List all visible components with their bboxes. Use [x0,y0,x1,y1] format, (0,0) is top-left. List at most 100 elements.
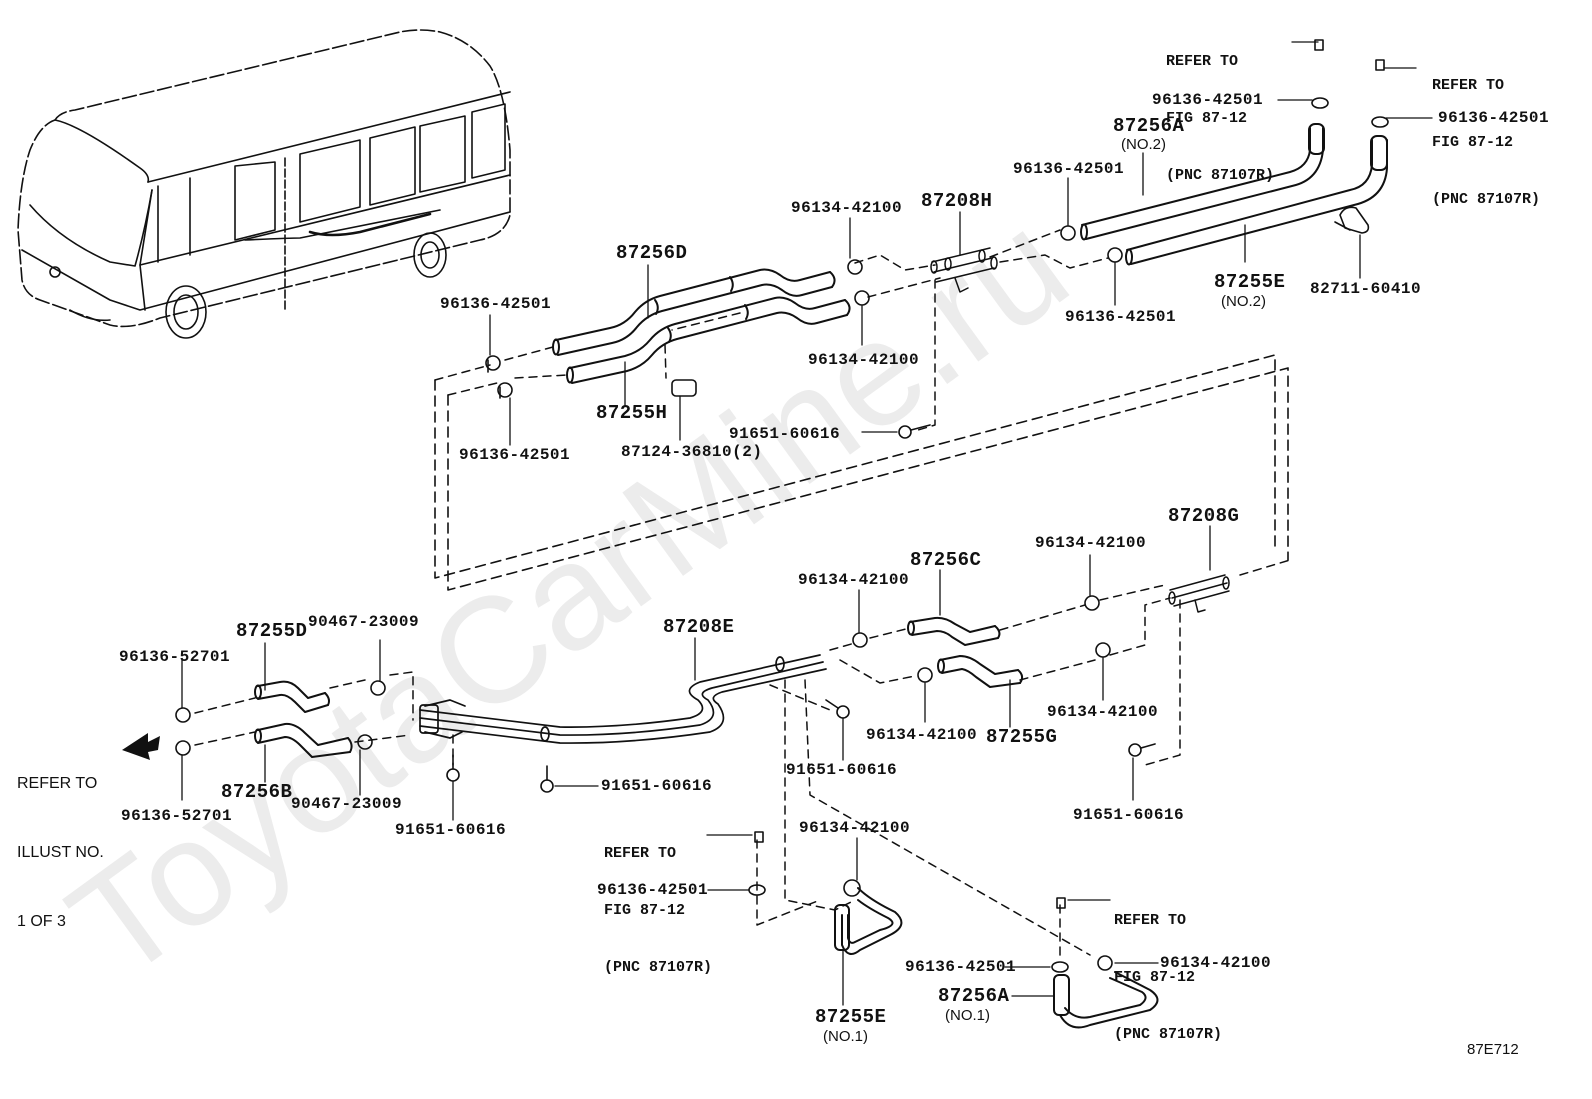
part-label[interactable]: 96136-42501 [440,295,552,313]
clamp-icon [917,667,933,683]
part-label[interactable]: 96134-42100 [1047,703,1159,721]
hose-87256B [254,722,353,758]
part-label[interactable]: 87256B [221,781,293,803]
clamp-icon [854,290,870,306]
clamp-icon [1084,595,1100,611]
clamp-icon [1051,961,1069,973]
bus-outline-icon [17,29,511,339]
dashed-connectors-upper [434,229,1109,431]
part-label[interactable]: 87256A [938,985,1010,1007]
hose-87255E-no1 [834,887,903,955]
part-label[interactable]: 87255D [236,620,308,642]
clamp-icon [843,879,861,897]
clamp-icons [175,39,1389,973]
refer-line-2: FIG 87-12 [1166,110,1248,127]
part-label[interactable]: 91651-60616 [1073,806,1185,824]
part-label[interactable]: 82711-60410 [1310,280,1422,298]
hose-87256C [907,616,1001,646]
part-label[interactable]: 91651-60616 [395,821,507,839]
bolt-icon [898,424,931,439]
part-label[interactable]: 96136-42501 [1013,160,1125,178]
part-label[interactable]: 91651-60616 [729,425,841,443]
grommet-82711-60410 [1334,206,1370,234]
part-label[interactable]: 90467-23009 [291,795,403,813]
hose-87256D [552,268,836,356]
part-label[interactable]: 87208H [921,190,993,212]
part-label[interactable]: 96134-42100 [866,726,978,744]
hose-87256A-no1 [1053,971,1159,1029]
part-label[interactable]: 96136-42501 [597,881,709,899]
part-label[interactable]: 87208E [663,616,735,638]
part-label[interactable]: 91651-60616 [786,761,898,779]
clip-icon [671,379,697,397]
part-label[interactable]: 96134-42100 [1160,954,1272,972]
refer-illust-note: REFER TO ILLUST NO. 1 OF 3 [17,726,104,956]
part-note: (NO.1) [823,1028,868,1045]
part-label[interactable]: 87256C [910,549,982,571]
refer-line-3: 1 OF 3 [17,913,66,930]
refer-note-top-right: REFER TO FIG 87-12 (PNC 87107R) [1432,38,1540,228]
refer-line-3: (PNC 87107R) [1432,191,1541,208]
hose-87255E-no2 [1125,135,1388,266]
clamp-icon [175,707,191,723]
part-label[interactable]: 96134-42100 [799,819,911,837]
part-label[interactable]: 87255E [1214,271,1286,293]
part-label[interactable]: 96134-42100 [791,199,903,217]
clamp-icon [1097,955,1113,971]
arrow-left-icon [122,733,160,760]
part-label[interactable]: 96136-52701 [121,807,233,825]
refer-line-3: (PNC 87107R) [1114,1026,1223,1043]
pipe-87208E [419,654,827,744]
part-label[interactable]: 96134-42100 [808,351,920,369]
part-label[interactable]: 96136-42501 [1065,308,1177,326]
part-label[interactable]: 87255E [815,1006,887,1028]
refer-line-2: FIG 87-12 [1432,134,1514,151]
part-label[interactable]: 87208G [1168,505,1240,527]
bolt-icon [446,754,460,782]
refer-line-1: REFER TO [17,775,98,792]
part-note: (NO.2) [1121,136,1166,153]
part-label[interactable]: 96134-42100 [798,571,910,589]
clamp-icon [1311,97,1329,109]
clamp-icon [485,355,501,373]
clamp-icon [1371,116,1389,128]
clamp-icon [1107,247,1123,263]
leader-lines [181,41,1433,1006]
part-label[interactable]: 96134-42100 [1035,534,1147,552]
clamp-icon [852,632,868,648]
part-note: (NO.2) [1221,293,1266,310]
figure-code: 87E712 [1467,1041,1519,1058]
connector-87208H [930,247,998,293]
clamp-icon [1060,225,1076,241]
screw-icon [1314,39,1324,51]
clamp-icon [497,382,513,399]
clamp-icon [1095,642,1111,658]
bolt-icon [1128,743,1156,757]
assembly-frame [434,354,1289,591]
part-label[interactable]: 90467-23009 [308,613,420,631]
part-label[interactable]: 87256D [616,242,688,264]
screw-icon [1375,59,1385,71]
bolt-icon [540,765,554,793]
refer-line-1: REFER TO [1114,912,1187,929]
refer-line-1: REFER TO [1166,53,1239,70]
part-label[interactable]: 96136-52701 [119,648,231,666]
part-note: (NO.1) [945,1007,990,1024]
part-label[interactable]: 87255G [986,726,1058,748]
hose-87255D [254,680,330,713]
part-label[interactable]: 87124-36810(2) [621,443,763,461]
clamp-icon [175,740,191,756]
screw-icon [754,831,764,843]
hose-87255H [566,296,851,384]
hose-87255G [937,655,1024,688]
refer-line-2: FIG 87-12 [604,902,686,919]
part-label[interactable]: 87255H [596,402,668,424]
part-label[interactable]: 96136-42501 [1152,91,1264,109]
part-label[interactable]: 91651-60616 [601,777,713,795]
part-label[interactable]: 87256A [1113,115,1185,137]
connector-87208G [1168,574,1230,613]
part-label[interactable]: 96136-42501 [459,446,571,464]
part-label[interactable]: 96136-42501 [1438,109,1550,127]
part-label[interactable]: 96136-42501 [905,958,1017,976]
